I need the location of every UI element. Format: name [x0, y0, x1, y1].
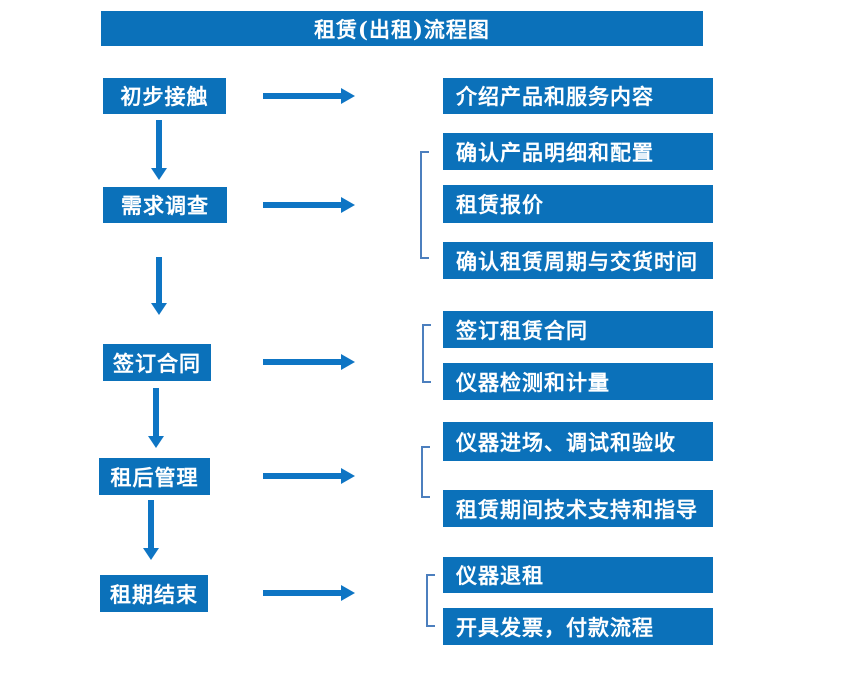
- down-arrow: [151, 120, 167, 180]
- detail-label: 仪器退租: [456, 563, 544, 588]
- arrow-head-icon: [341, 197, 355, 213]
- right-arrow: [263, 468, 355, 484]
- detail-label: 租赁期间技术支持和指导: [456, 496, 698, 522]
- right-arrow: [263, 354, 355, 370]
- detail-label: 租赁报价: [456, 192, 544, 217]
- detail-box: 确认产品明细和配置: [443, 133, 713, 170]
- stage-label: 签订合同: [113, 350, 201, 376]
- flowchart-title: 租赁(出租)流程图: [314, 16, 490, 42]
- arrow-shaft: [263, 202, 342, 208]
- arrow-head-icon: [143, 548, 159, 560]
- arrow-shaft: [263, 473, 342, 479]
- detail-box: 仪器检测和计量: [443, 363, 713, 400]
- arrow-head-icon: [341, 585, 355, 601]
- arrow-head-icon: [148, 436, 164, 448]
- arrow-shaft: [148, 500, 154, 548]
- group-bracket: [426, 574, 435, 627]
- stage-label: 租后管理: [110, 464, 199, 490]
- stage-label: 需求调查: [121, 193, 209, 218]
- stage-box-rental-end: 租期结束: [100, 575, 208, 612]
- right-arrow: [263, 88, 355, 104]
- down-arrow: [151, 257, 167, 315]
- group-bracket: [421, 446, 430, 498]
- detail-label: 介绍产品和服务内容: [456, 84, 654, 109]
- detail-box: 仪器进场、调试和验收: [443, 422, 713, 461]
- detail-label: 确认租赁周期与交货时间: [456, 248, 698, 274]
- arrow-head-icon: [341, 88, 355, 104]
- stage-label: 初步接触: [120, 84, 209, 109]
- detail-label: 开具发票，付款流程: [456, 614, 654, 640]
- arrow-shaft: [263, 93, 342, 99]
- detail-box: 租赁期间技术支持和指导: [443, 490, 713, 527]
- detail-label: 仪器检测和计量: [456, 369, 610, 395]
- arrow-shaft: [263, 590, 342, 596]
- arrow-shaft: [153, 388, 159, 436]
- group-bracket: [420, 151, 429, 259]
- right-arrow: [263, 585, 355, 601]
- arrow-head-icon: [341, 354, 355, 370]
- detail-box: 介绍产品和服务内容: [443, 78, 713, 114]
- arrow-head-icon: [151, 303, 167, 315]
- stage-box-initial-contact: 初步接触: [103, 78, 226, 114]
- arrow-shaft: [156, 120, 162, 168]
- detail-box: 租赁报价: [443, 185, 713, 223]
- stage-box-demand-survey: 需求调查: [103, 187, 227, 223]
- stage-box-post-rental-management: 租后管理: [99, 458, 210, 495]
- arrow-shaft: [263, 359, 342, 365]
- detail-label: 签订租赁合同: [456, 317, 588, 343]
- stage-box-sign-contract: 签订合同: [103, 344, 211, 381]
- detail-box: 仪器退租: [443, 557, 713, 593]
- stage-label: 租期结束: [110, 581, 198, 607]
- group-bracket: [422, 324, 431, 383]
- arrow-shaft: [156, 257, 162, 303]
- detail-label: 确认产品明细和配置: [456, 139, 654, 165]
- flowchart-title-bar: 租赁(出租)流程图: [101, 11, 703, 46]
- arrow-head-icon: [151, 168, 167, 180]
- detail-label: 仪器进场、调试和验收: [456, 429, 676, 455]
- detail-box: 确认租赁周期与交货时间: [443, 242, 713, 279]
- arrow-head-icon: [341, 468, 355, 484]
- detail-box: 签订租赁合同: [443, 311, 713, 348]
- down-arrow: [148, 388, 164, 448]
- detail-box: 开具发票，付款流程: [443, 608, 713, 645]
- down-arrow: [143, 500, 159, 560]
- right-arrow: [263, 197, 355, 213]
